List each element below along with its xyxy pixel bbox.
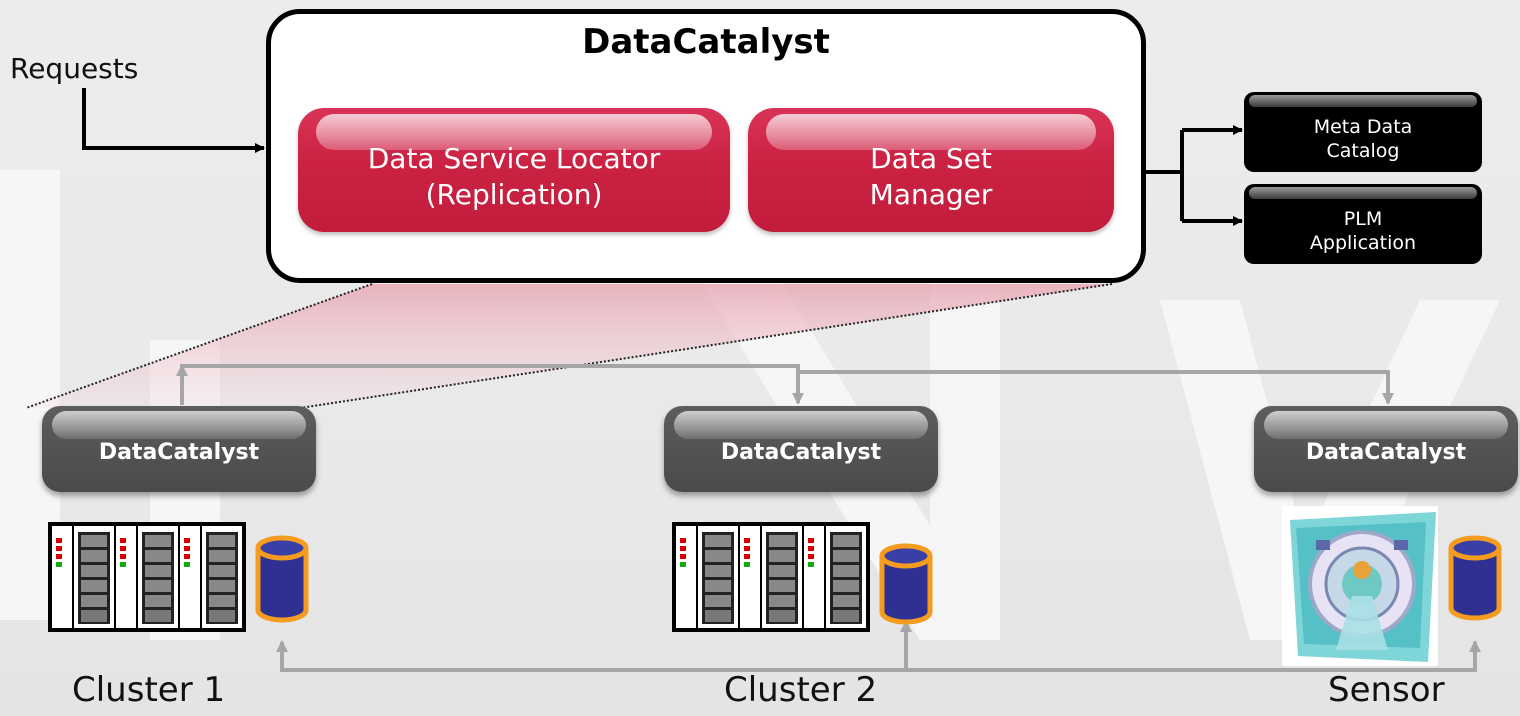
external-1-line1: PLM	[1343, 208, 1383, 230]
data-set-manager-box[interactable]: Data Set Manager	[748, 108, 1114, 232]
node-label: DataCatalyst	[1305, 439, 1467, 465]
requests-label: Requests	[10, 52, 139, 85]
plm-application-box[interactable]: PLM Application	[1244, 184, 1482, 264]
manager-line1: Data Set	[870, 142, 992, 175]
external-1-line2: Application	[1309, 232, 1417, 254]
gloss-highlight	[52, 411, 306, 439]
database-icon-cluster1	[255, 535, 309, 623]
gloss-highlight	[1249, 187, 1477, 199]
gloss-highlight	[1249, 95, 1477, 107]
caption-cluster2: Cluster 2	[724, 670, 878, 710]
locator-line1: Data Service Locator	[367, 142, 661, 175]
external-0-line1: Meta Data	[1313, 116, 1413, 138]
gloss-highlight	[1264, 411, 1508, 439]
cluster2-rack	[672, 522, 870, 632]
sensor-scanner-icon	[1282, 506, 1438, 666]
manager-line2: Manager	[869, 178, 993, 211]
node-datacatalyst-cluster2[interactable]: DataCatalyst	[664, 406, 938, 492]
caption-sensor: Sensor	[1328, 670, 1445, 710]
database-icon-sensor	[1448, 535, 1502, 621]
caption-cluster1: Cluster 1	[72, 670, 226, 710]
data-service-locator-box[interactable]: Data Service Locator (Replication)	[298, 108, 730, 232]
cluster1-rack	[48, 522, 246, 632]
zoom-cone	[26, 284, 1112, 408]
node-label: DataCatalyst	[720, 439, 882, 465]
locator-line2: (Replication)	[425, 178, 603, 211]
gloss-highlight	[316, 114, 712, 150]
node-label: DataCatalyst	[98, 439, 260, 465]
database-icon-cluster2	[879, 543, 933, 625]
requests-arrow	[82, 88, 265, 153]
main-title: DataCatalyst	[582, 22, 830, 62]
gloss-highlight	[766, 114, 1096, 150]
meta-data-catalog-box[interactable]: Meta Data Catalog	[1244, 92, 1482, 172]
node-datacatalyst-sensor[interactable]: DataCatalyst	[1254, 406, 1518, 492]
node-datacatalyst-cluster1[interactable]: DataCatalyst	[42, 406, 316, 492]
gloss-highlight	[674, 411, 928, 439]
external-0-line2: Catalog	[1326, 140, 1400, 162]
